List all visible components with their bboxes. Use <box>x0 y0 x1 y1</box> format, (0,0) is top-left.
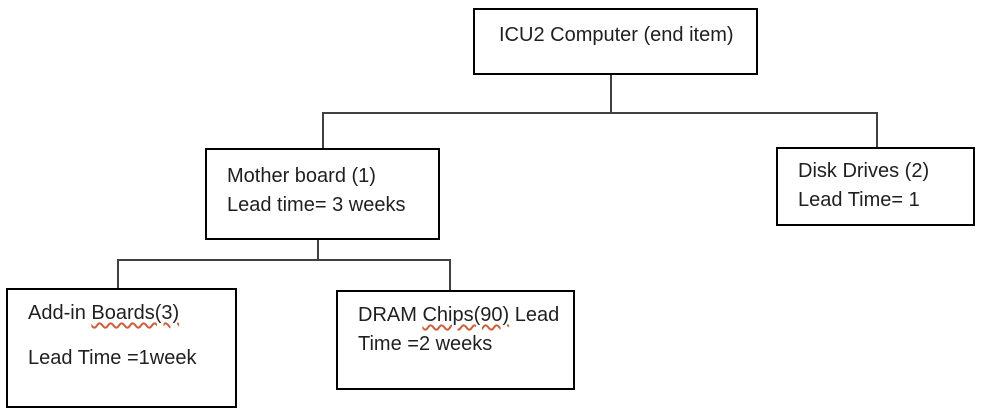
node-add-in-boards: Add-in Boards(3) Lead Time =1week <box>6 288 237 408</box>
connector-level2-right-drop <box>449 259 451 291</box>
misspelled-word: Chips(90) <box>422 304 510 326</box>
node-leadtime-line: Time =2 weeks <box>358 333 493 355</box>
connector-level1-horizontal <box>322 112 878 114</box>
node-mother-board: Mother board (1) Lead time= 3 weeks <box>205 148 440 240</box>
node-label-text: Lead <box>509 304 560 326</box>
misspelled-word: Boards(3) <box>91 302 180 324</box>
node-label-text: Add-in <box>28 302 92 324</box>
node-disk-drives: Disk Drives (2) Lead Time= 1 <box>776 147 975 226</box>
node-icu2-computer: ICU2 Computer (end item) <box>473 8 758 75</box>
connector-root-drop <box>610 75 612 113</box>
connector-level2-horizontal <box>117 259 451 261</box>
node-dram-chips: DRAM Chips(90) Lead Time =2 weeks <box>336 290 575 390</box>
node-leadtime-line: Lead Time =1week <box>28 347 197 369</box>
node-leadtime-line: Lead Time= 1 <box>798 189 920 211</box>
connector-motherboard-drop <box>317 239 319 260</box>
node-label-line: Disk Drives (2) <box>798 160 930 182</box>
connector-level1-left-drop <box>322 112 324 149</box>
node-label-line: Mother board (1) <box>227 165 376 187</box>
connector-level1-right-drop <box>876 112 878 148</box>
node-leadtime-line: Lead time= 3 weeks <box>227 194 406 216</box>
node-label-line: ICU2 Computer (end item) <box>499 24 734 46</box>
node-label-text: DRAM <box>358 304 423 326</box>
node-label-line: Add-in Boards(3) <box>28 299 235 328</box>
node-label-line: DRAM Chips(90) Lead <box>358 301 573 330</box>
connector-level2-left-drop <box>117 259 119 289</box>
